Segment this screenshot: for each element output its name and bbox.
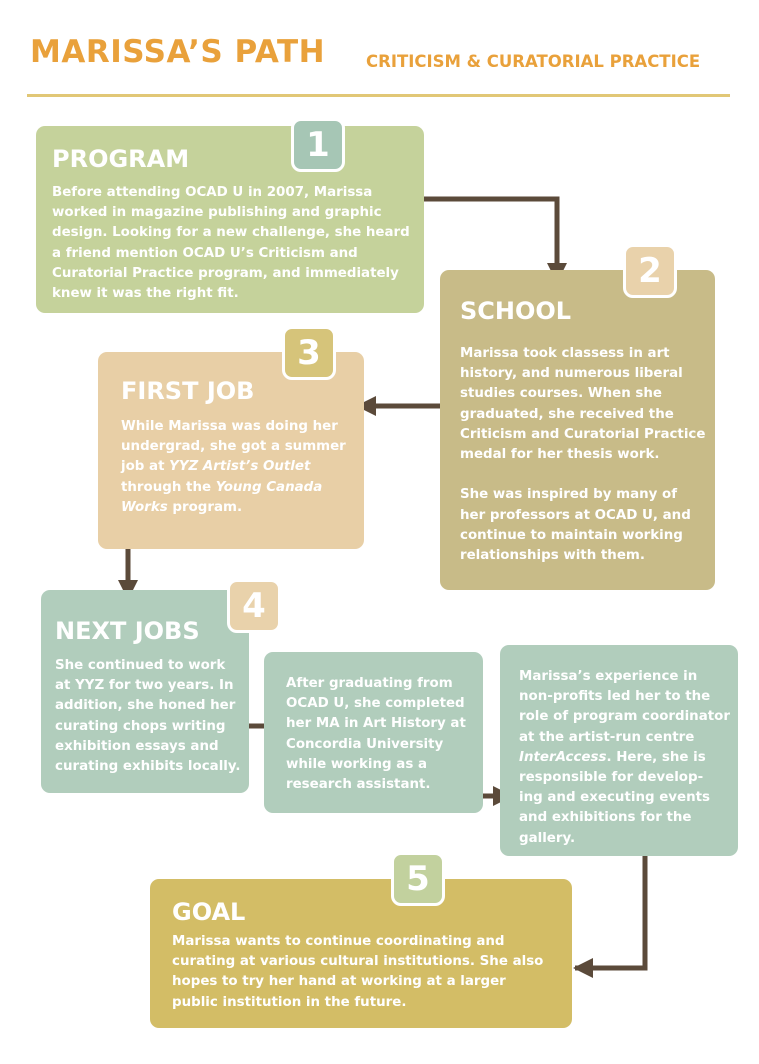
step-number-4: 4 — [227, 579, 281, 633]
goal-heading: GOAL — [172, 898, 246, 926]
interaccess-box — [500, 645, 738, 856]
school-box — [440, 270, 715, 590]
next-jobs-heading: NEXT JOBS — [55, 617, 200, 645]
goal-box — [150, 879, 572, 1028]
program-heading: PROGRAM — [52, 145, 190, 173]
page-title: MARISSA’S PATH — [30, 34, 326, 70]
first-job-box — [98, 352, 364, 549]
goal-text: Marissa wants to continue coordinating a… — [172, 934, 544, 1010]
next-jobs-box — [41, 590, 249, 793]
interaccess-text: Marissa’s experience in non-profits led … — [519, 669, 730, 846]
ma-text: After graduating from OCAD U, she comple… — [286, 676, 466, 793]
school-text: Marissa took classess in art history, an… — [460, 346, 706, 564]
header-divider — [27, 94, 730, 97]
interaccess-name-text: InterAccess — [519, 749, 607, 765]
arrow-program-to-school — [405, 196, 567, 283]
step-number-5: 5 — [391, 852, 445, 906]
program-text: Before attending OCAD U in 2007, Marissa… — [52, 185, 410, 302]
yyz-outlet-text: YYZ Artist’s Outlet — [169, 459, 311, 475]
next-jobs-text: She continued to work at YYZ for two yea… — [55, 658, 241, 775]
page-subtitle: CRITICISM & CURATORIAL PRACTICE — [366, 52, 701, 71]
first-job-heading: FIRST JOB — [121, 377, 255, 405]
step-number-1: 1 — [291, 118, 345, 172]
step-number-3: 3 — [282, 326, 336, 380]
arrow-interaccess-to-goal — [573, 843, 648, 978]
step-number-2: 2 — [623, 244, 677, 298]
young-canada-works-text: Young Canada Works — [121, 479, 323, 515]
ma-box — [264, 652, 483, 813]
first-job-text: While Marissa was doing her undergrad, s… — [121, 419, 346, 515]
program-box — [36, 126, 424, 313]
school-heading: SCHOOL — [460, 297, 572, 325]
